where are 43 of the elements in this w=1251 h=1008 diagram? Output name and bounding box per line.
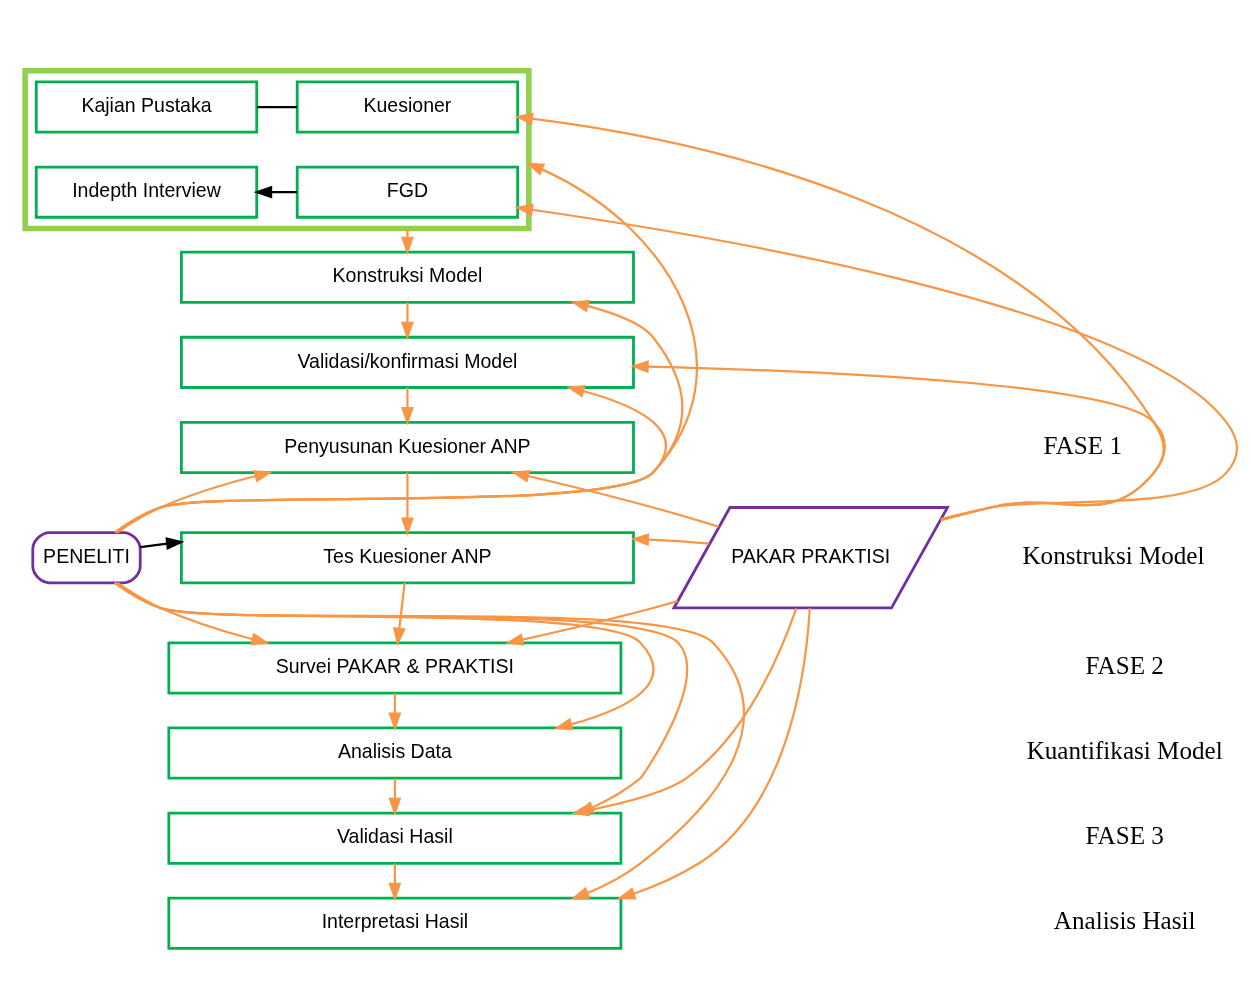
- arrow: [514, 112, 1165, 522]
- arrow: [114, 299, 684, 534]
- node-box: Analisis Data: [167, 726, 623, 780]
- node-box: Konstruksi Model: [180, 250, 635, 304]
- node-box: Indepth Interview: [34, 165, 259, 219]
- node-box: FGD: [295, 165, 520, 219]
- arrow: [388, 778, 402, 817]
- node-box: Tes Kuesioner ANP: [180, 531, 635, 585]
- arrow: [253, 185, 298, 199]
- node-box: Validasi Hasil: [167, 811, 623, 865]
- arrow: [400, 472, 414, 536]
- arrow: [616, 608, 811, 900]
- arrow: [114, 162, 698, 534]
- arrow: [510, 469, 720, 528]
- arrow: [388, 693, 402, 731]
- arrow: [116, 469, 273, 534]
- node-box: Survei PAKAR & PRAKTISI: [167, 641, 623, 695]
- connector: [257, 105, 298, 109]
- label: Analisis Hasil: [1053, 907, 1196, 935]
- node-box: Validasi/konfirmasi Model: [180, 335, 635, 389]
- arrow: [388, 863, 402, 902]
- label: FASE 2: [1085, 652, 1164, 680]
- label: FASE 3: [1085, 822, 1164, 850]
- label: Kuantifikasi Model: [1026, 737, 1223, 765]
- arrow: [630, 360, 1166, 522]
- arrow: [400, 228, 414, 256]
- node-box: Kuesioner: [295, 80, 520, 134]
- arrow: [630, 533, 710, 547]
- arrow: [400, 387, 414, 426]
- node-box: Kajian Pustaka: [34, 80, 259, 134]
- arrow: [505, 600, 678, 646]
- arrow: [114, 581, 745, 900]
- label: Konstruksi Model: [1022, 541, 1205, 569]
- arrow: [140, 537, 185, 551]
- node-box: Penyusunan Kuesioner ANP: [180, 420, 635, 474]
- arrow: [114, 385, 667, 534]
- arrow: [116, 582, 270, 646]
- arrow: [514, 203, 1239, 520]
- arrow: [400, 302, 414, 341]
- label: FASE 1: [1043, 431, 1122, 459]
- node-box: Interpretasi Hasil: [167, 896, 623, 950]
- node-box: PENELITI: [31, 531, 142, 585]
- arrow: [393, 582, 406, 647]
